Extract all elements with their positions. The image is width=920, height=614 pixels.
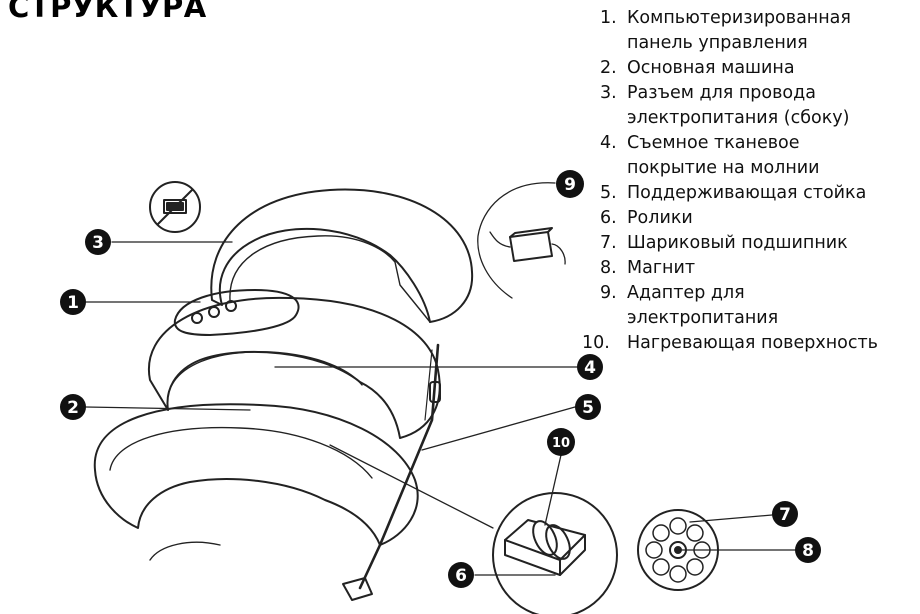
svg-text:7: 7 bbox=[779, 505, 791, 525]
callout-6: 6 bbox=[448, 562, 474, 588]
svg-text:10: 10 bbox=[552, 436, 570, 451]
svg-text:6: 6 bbox=[455, 566, 467, 586]
panel-button bbox=[209, 307, 219, 317]
svg-text:1: 1 bbox=[67, 293, 79, 313]
magnet-hole bbox=[687, 559, 703, 575]
magnet-hole bbox=[653, 525, 669, 541]
callout-3: 3 bbox=[85, 229, 111, 255]
magnet-hole bbox=[653, 559, 669, 575]
svg-text:8: 8 bbox=[802, 541, 814, 561]
power-adapter bbox=[490, 228, 565, 264]
magnet-hole bbox=[670, 518, 686, 534]
svg-text:4: 4 bbox=[584, 358, 596, 378]
svg-text:9: 9 bbox=[564, 175, 576, 195]
callout-7: 7 bbox=[772, 501, 798, 527]
svg-text:5: 5 bbox=[582, 398, 594, 418]
magnet-hole bbox=[670, 566, 686, 582]
svg-text:3: 3 bbox=[92, 233, 104, 253]
leader-10 bbox=[545, 455, 561, 525]
callout-1: 1 bbox=[60, 289, 86, 315]
callout-10: 10 bbox=[547, 428, 575, 456]
magnet-hole bbox=[646, 542, 662, 558]
callout-9: 9 bbox=[556, 170, 584, 198]
rod-base bbox=[343, 578, 372, 600]
svg-text:2: 2 bbox=[67, 398, 79, 418]
callout-8: 8 bbox=[795, 537, 821, 563]
adapter-arc bbox=[478, 183, 555, 298]
roller-assembly bbox=[505, 517, 585, 575]
magnet-hole bbox=[687, 525, 703, 541]
callout-5: 5 bbox=[575, 394, 601, 420]
callout-2: 2 bbox=[60, 394, 86, 420]
callout-4: 4 bbox=[577, 354, 603, 380]
